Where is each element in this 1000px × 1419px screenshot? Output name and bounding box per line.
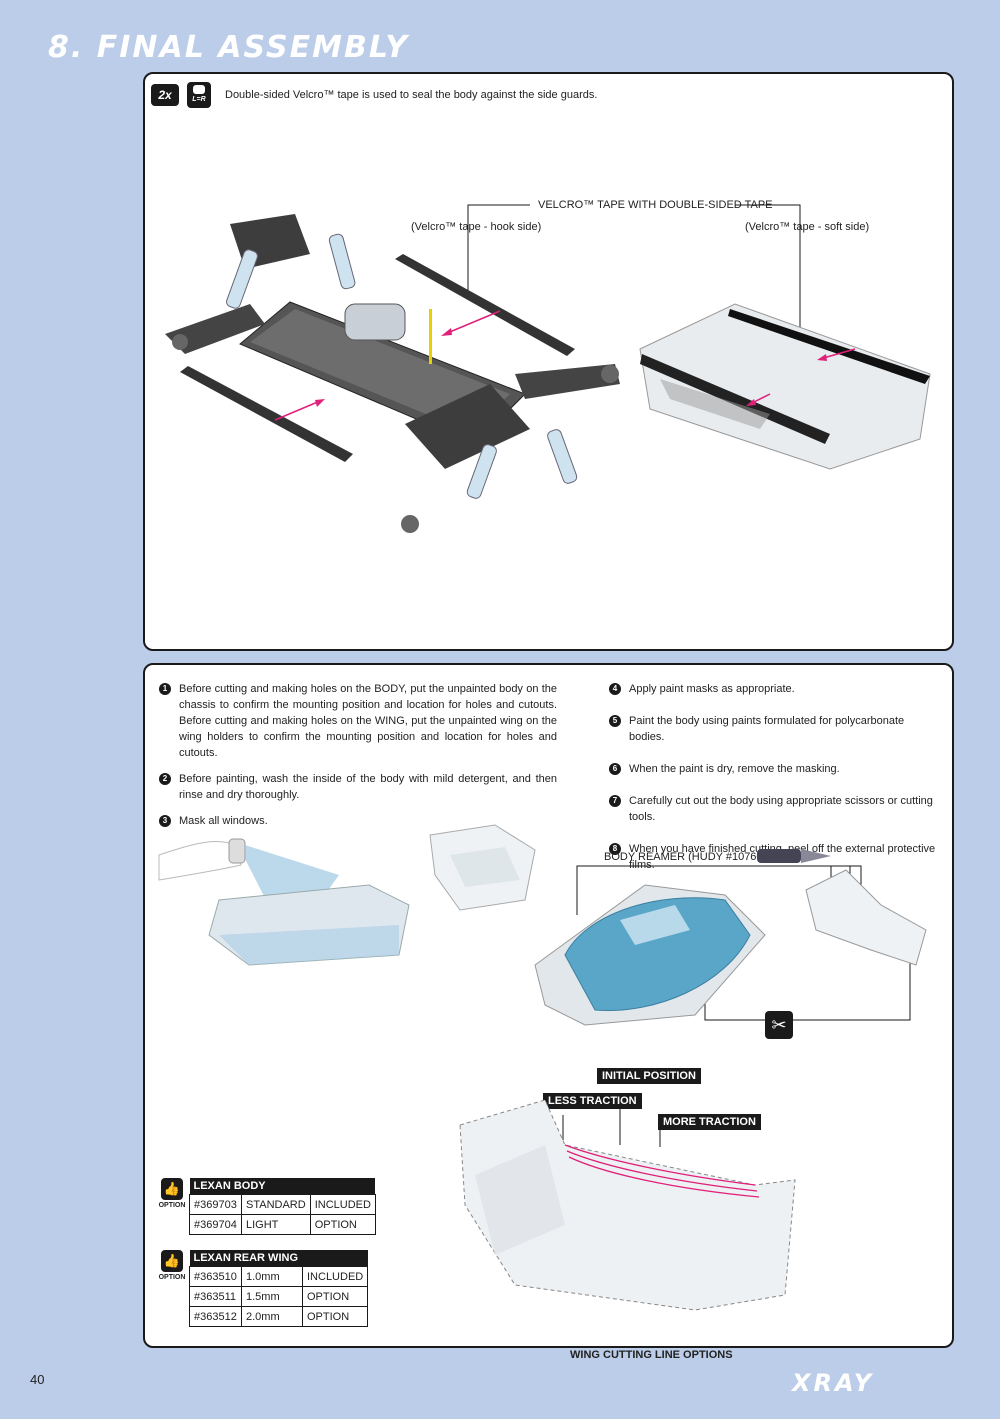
variant: LIGHT: [241, 1214, 311, 1235]
painted-body-illustration: [534, 884, 766, 1026]
less-traction-label: LESS TRACTION: [543, 1093, 642, 1109]
step-item: 2 Before painting, wash the inside of th…: [159, 771, 557, 803]
table-title: LEXAN BODY: [189, 1178, 376, 1195]
thickness: 1.5mm: [241, 1286, 303, 1307]
painting-instruction-panel: 1 Before cutting and making holes on the…: [143, 663, 954, 1361]
more-traction-label: MORE TRACTION: [658, 1114, 761, 1130]
step-text: When the paint is dry, remove the maskin…: [629, 763, 840, 775]
table-row: #369703 STANDARD INCLUDED: [189, 1194, 376, 1215]
small-body-illustration: [429, 824, 536, 911]
thumbs-up-icon: 👍: [161, 1178, 183, 1200]
table-title: LEXAN REAR WING: [189, 1250, 368, 1267]
wing-options-title: WING CUTTING LINE OPTIONS: [570, 1349, 733, 1361]
thumbs-up-icon: 👍: [161, 1250, 183, 1272]
step-number: 6: [609, 763, 621, 775]
steps-left: 1 Before cutting and making holes on the…: [159, 681, 557, 839]
chassis-illustration: [165, 214, 620, 533]
body-underside-illustration: [639, 303, 931, 470]
table-row: #369704 LIGHT OPTION: [189, 1214, 376, 1235]
part-number: #369703: [189, 1194, 242, 1215]
option-icon-label: OPTION: [158, 1202, 186, 1209]
step-item: 1 Before cutting and making holes on the…: [159, 681, 557, 761]
part-number: #363510: [189, 1266, 242, 1287]
step-number: 4: [609, 683, 621, 695]
tape-strip-left: [180, 366, 353, 462]
step-text: Before painting, wash the inside of the …: [179, 773, 557, 801]
part-number: #369704: [189, 1214, 242, 1235]
table-row: #363512 2.0mm OPTION: [189, 1306, 369, 1327]
step-item: 4 Apply paint masks as appropriate.: [609, 681, 939, 697]
less-traction-line: [564, 1144, 756, 1186]
variant: STANDARD: [241, 1194, 311, 1215]
step-number: 1: [159, 683, 171, 695]
step-number: 2: [159, 773, 171, 785]
soft-side-tape: [728, 309, 930, 384]
step-item: 6 When the paint is dry, remove the mask…: [609, 761, 939, 777]
hook-side-label: (Velcro™ tape - hook side): [411, 221, 542, 233]
step-number: 5: [609, 715, 621, 727]
rear-wing-illustration: [805, 869, 927, 966]
spray-painting-illustration: [158, 838, 410, 966]
option-icon-label: OPTION: [158, 1274, 186, 1281]
callout-lines: [467, 204, 801, 336]
part-number: #363511: [189, 1286, 242, 1307]
step-item: 3 Mask all windows.: [159, 813, 557, 829]
table-row: #363510 1.0mm INCLUDED: [189, 1266, 369, 1287]
lr-label: L=R: [192, 96, 206, 103]
option-icon: 👍 OPTION: [157, 1250, 187, 1281]
step-text: Apply paint masks as appropriate.: [629, 683, 795, 695]
table-row: #363511 1.5mm OPTION: [189, 1286, 369, 1307]
windshield: [620, 905, 690, 945]
section-title: 8. FINAL ASSEMBLY: [48, 30, 409, 65]
step-number: 7: [609, 795, 621, 807]
hand-outline: [158, 841, 242, 881]
symmetry-badge: L=R: [187, 82, 211, 108]
callout-title: VELCRO™ TAPE WITH DOUBLE-SIDED TAPE: [538, 199, 773, 211]
brand-logo: XRAY: [792, 1369, 875, 1397]
step-number: 8: [609, 843, 621, 855]
step-text: Paint the body using paints formulated f…: [629, 715, 905, 743]
initial-position-label: INITIAL POSITION: [597, 1068, 701, 1084]
blue-painted-shell: [564, 897, 751, 1012]
lexan-body-table: LEXAN BODY #369703 STANDARD INCLUDED #36…: [189, 1178, 376, 1235]
velcro-instruction-text: Double-sided Velcro™ tape is used to sea…: [225, 89, 598, 101]
reamer-label: BODY REAMER (HUDY #107600): [604, 851, 773, 863]
step-item: 5 Paint the body using paints formulated…: [609, 713, 939, 745]
step-number: 3: [159, 815, 171, 827]
status: INCLUDED: [301, 1266, 369, 1287]
option-icon: 👍 OPTION: [157, 1178, 187, 1209]
status: INCLUDED: [309, 1194, 376, 1215]
status: OPTION: [301, 1286, 369, 1307]
scissors-icon: ✂: [765, 1011, 793, 1039]
body-edge-tape: [640, 354, 830, 444]
step-text: Before cutting and making holes on the B…: [179, 683, 557, 759]
step-item: 7 Carefully cut out the body using appro…: [609, 793, 939, 825]
velcro-instruction-panel: 2x L=R Double-sided Velcro™ tape is used…: [143, 72, 954, 651]
thickness: 2.0mm: [241, 1306, 303, 1327]
page-number: 40: [30, 1372, 45, 1387]
step-text: Mask all windows.: [179, 815, 268, 827]
quantity-badge: 2x: [151, 84, 179, 106]
body-reamer-icon: [757, 849, 831, 863]
part-number: #363512: [189, 1306, 242, 1327]
status: OPTION: [301, 1306, 369, 1327]
hands-icon: [193, 85, 205, 94]
wing-cutting-illustration: [459, 1095, 796, 1311]
initial-position-line: [566, 1150, 758, 1192]
lexan-rear-wing-table: LEXAN REAR WING #363510 1.0mm INCLUDED #…: [189, 1250, 369, 1327]
more-traction-line: [568, 1156, 760, 1198]
status: OPTION: [309, 1214, 376, 1235]
tape-strip-hook: [395, 254, 575, 356]
thickness: 1.0mm: [241, 1266, 303, 1287]
soft-side-label: (Velcro™ tape - soft side): [745, 221, 870, 233]
step-text: Carefully cut out the body using appropr…: [629, 795, 933, 823]
